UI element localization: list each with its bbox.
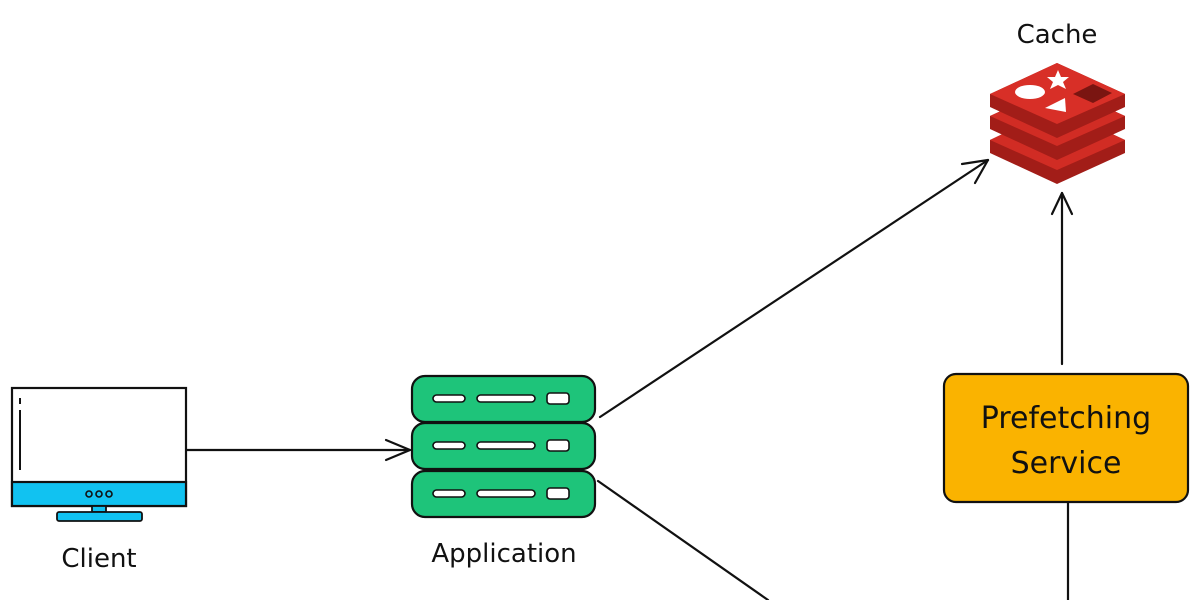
- cache-circle-glyph: [1015, 85, 1045, 99]
- cache-node: Cache: [990, 20, 1125, 184]
- monitor-dot-1: [85, 490, 93, 498]
- server-unit-1-slot-b: [476, 394, 536, 403]
- cache-layer-top-top: [990, 63, 1125, 124]
- cache-triangle-glyph: [1045, 98, 1066, 112]
- client-node: Client: [10, 386, 188, 574]
- redis-stack-icon: [990, 63, 1125, 184]
- monitor-stand: [56, 511, 143, 522]
- server-unit-3-slot-a: [432, 489, 466, 498]
- prefetching-service-box: [942, 372, 1190, 504]
- cache-label: Cache: [1017, 20, 1098, 50]
- arrow-application-to-cache: [598, 158, 990, 419]
- application-label: Application: [431, 539, 576, 569]
- server-stack-icon: [410, 374, 597, 519]
- arrow-prefetching-to-cache: [1050, 191, 1074, 366]
- desktop-monitor-icon: [10, 386, 188, 522]
- arrow-head-cache: [960, 158, 990, 185]
- prefetching-service-label-line1: Prefetching: [981, 401, 1151, 436]
- server-unit-2-slot-b: [476, 441, 536, 450]
- arrow-client-to-application: [185, 438, 412, 462]
- prefetching-service-label-line2: Service: [1011, 446, 1122, 481]
- cache-square-glyph: [1073, 84, 1112, 103]
- client-label: Client: [61, 544, 136, 574]
- monitor-dot-2: [95, 490, 103, 498]
- application-node: Application: [410, 374, 597, 569]
- server-unit-3-slot-b: [476, 489, 536, 498]
- monitor-dot-3: [105, 490, 113, 498]
- connectors: [185, 158, 1074, 600]
- prefetching-service-node: Prefetching Service: [942, 372, 1190, 504]
- cache-star-glyph: [1047, 70, 1069, 89]
- server-unit-2-slot-a: [432, 441, 466, 450]
- line-application-to-database: [596, 479, 770, 600]
- server-unit-1-slot-a: [432, 394, 466, 403]
- server-unit-3-led: [546, 487, 570, 500]
- server-unit-2-led: [546, 439, 570, 452]
- server-unit-1-led: [546, 392, 570, 405]
- monitor-bezel: [10, 480, 188, 508]
- arrow-head-cache-vertical: [1050, 191, 1074, 216]
- arrow-head-application: [384, 438, 412, 462]
